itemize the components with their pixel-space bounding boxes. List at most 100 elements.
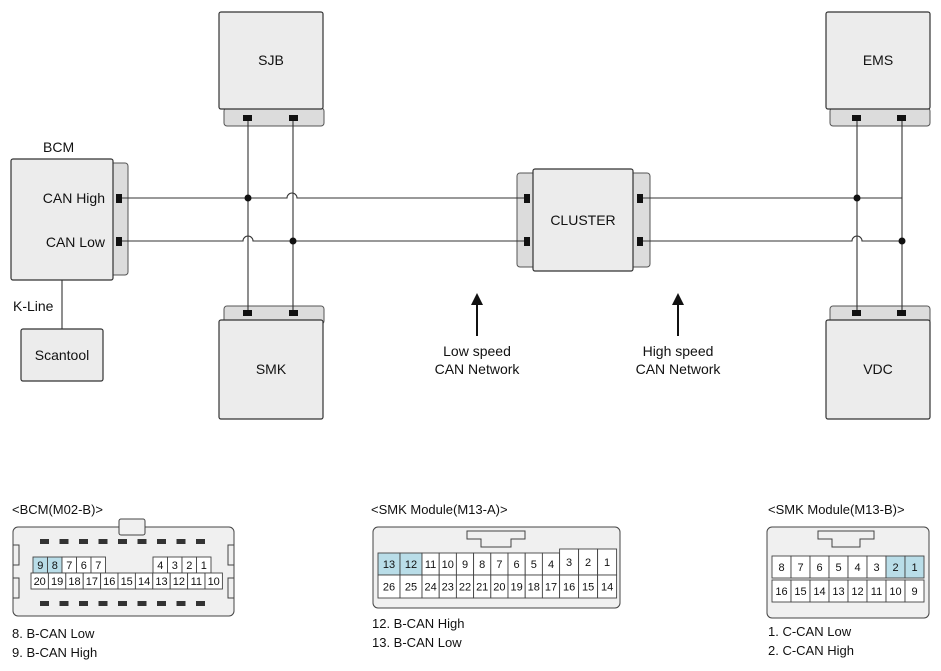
connector-pin-cell: 11 xyxy=(421,552,440,576)
connector-pin-cell: 6 xyxy=(76,556,92,574)
pin-number: 13 xyxy=(832,586,844,598)
connector-latch-tooth xyxy=(40,601,49,606)
connector-latch-tooth xyxy=(118,539,127,544)
connector-latch-tooth xyxy=(176,601,186,606)
sjb-label: SJB xyxy=(258,52,284,68)
connector-pin-cell: 10 xyxy=(204,572,223,590)
vdc-module: VDC xyxy=(825,305,931,420)
connector-pin-cell: 17 xyxy=(541,574,561,599)
connector-pin-cell: 8 xyxy=(47,556,63,574)
sjb-pin xyxy=(243,115,252,121)
pin-number: 14 xyxy=(813,586,825,598)
connector-pin-cell: 16 xyxy=(771,579,792,603)
pin-number: 13 xyxy=(383,559,395,571)
connector-pin-cell: 9 xyxy=(32,556,48,574)
bcm-pin xyxy=(116,237,122,246)
bcm-can-high-label: CAN High xyxy=(43,190,105,206)
high-speed-label: High speed xyxy=(643,343,714,359)
connector-pin-cell: 16 xyxy=(559,574,580,599)
pin-number: 26 xyxy=(383,582,395,594)
junction-dot xyxy=(289,237,297,245)
connector-latch-tooth xyxy=(196,539,205,544)
connector-latch-tooth xyxy=(59,601,69,606)
connector-side-tab xyxy=(12,544,20,566)
bcm-box xyxy=(10,158,114,281)
smk-module: SMK xyxy=(218,305,325,420)
bcm-can-low-label: CAN Low xyxy=(46,234,106,250)
connector-pin-cell: 3 xyxy=(866,555,887,579)
pin-number: 7 xyxy=(95,560,101,572)
connector-pin-cell: 20 xyxy=(490,574,509,599)
pin-number: 10 xyxy=(442,559,454,571)
pin-number: 5 xyxy=(835,562,841,574)
connector-pin-cell: 24 xyxy=(421,574,440,599)
cluster-pin xyxy=(637,194,643,203)
cluster-pin xyxy=(524,237,530,246)
connector-key xyxy=(817,530,875,548)
pin-number: 5 xyxy=(531,559,537,571)
connector-pin-cell: 22 xyxy=(455,574,475,599)
vdc-box xyxy=(825,319,931,420)
pin-number: 1 xyxy=(201,560,207,572)
connector-pin-cell: 6 xyxy=(507,552,526,576)
low-speed-network-label: CAN Network xyxy=(435,361,521,377)
pin-number: 3 xyxy=(873,562,879,574)
connector-side-tab xyxy=(12,577,20,599)
bcm-title: BCM xyxy=(43,139,74,155)
pin-number: 12 xyxy=(173,576,185,588)
pin-number: 9 xyxy=(462,559,468,571)
connector-pin-cell: 18 xyxy=(524,574,543,599)
connector-latch-tooth xyxy=(79,539,88,544)
connector-legend-line: 8. B-CAN Low xyxy=(12,626,95,641)
ems-pin xyxy=(897,115,906,121)
pin-number: 16 xyxy=(103,576,115,588)
connector-pin-cell: 10 xyxy=(438,552,457,576)
connector-pin-cell: 9 xyxy=(904,579,925,603)
connector-pin-cell: 11 xyxy=(866,579,887,603)
cluster-module: CLUSTER xyxy=(516,168,651,272)
connector-pin-cell: 5 xyxy=(828,555,849,579)
bcm-module: BCM CAN High CAN Low xyxy=(10,139,129,281)
scantool: Scantool xyxy=(20,328,104,382)
bcm-pin xyxy=(116,194,122,203)
low-speed-annotation: Low speed CAN Network xyxy=(435,293,521,377)
pin-number: 6 xyxy=(816,562,822,574)
connector-latch-tooth xyxy=(137,539,147,544)
connector-pin-cell: 15 xyxy=(117,572,136,590)
connector-pin-cell: 17 xyxy=(82,572,102,590)
connector-pin-cell: 15 xyxy=(578,574,599,599)
high-speed-network-label: CAN Network xyxy=(636,361,722,377)
connector-pin-cell: 19 xyxy=(507,574,526,599)
pin-number: 16 xyxy=(775,586,787,598)
connector-latch-tooth xyxy=(157,539,166,544)
connector-pin-cell: 13 xyxy=(377,552,401,576)
ems-connector-housing xyxy=(829,107,931,127)
connector-pin-cell: 4 xyxy=(152,556,168,574)
vdc-label: VDC xyxy=(863,361,893,377)
connector-pin-cell: 7 xyxy=(90,556,106,574)
pin-number: 4 xyxy=(854,562,860,574)
pin-number: 3 xyxy=(172,560,178,572)
pin-number: 22 xyxy=(459,582,471,594)
connector-pin-cell: 1 xyxy=(904,555,925,579)
connector-pin-cell: 16 xyxy=(100,572,119,590)
pin-number: 24 xyxy=(424,582,436,594)
pin-number: 8 xyxy=(778,562,784,574)
pin-cell-box xyxy=(204,572,223,590)
connector-pin-cell: 26 xyxy=(377,574,401,599)
pin-number: 2 xyxy=(892,562,898,574)
connector-legend-line: 2. C-CAN High xyxy=(768,643,854,658)
connector-pin-cell: 23 xyxy=(438,574,457,599)
connector-pin-cell: 1 xyxy=(597,548,618,576)
connector-pin-cell: 19 xyxy=(47,572,67,590)
high-speed-annotation: High speed CAN Network xyxy=(636,293,722,377)
sjb-box xyxy=(218,11,324,110)
connector-pin-cell: 10 xyxy=(885,579,906,603)
pin-number: 7 xyxy=(496,559,502,571)
connector-pin-cell: 11 xyxy=(187,572,206,590)
arrowhead-icon xyxy=(471,293,483,305)
ems-pin xyxy=(852,115,861,121)
pin-number: 13 xyxy=(155,576,167,588)
